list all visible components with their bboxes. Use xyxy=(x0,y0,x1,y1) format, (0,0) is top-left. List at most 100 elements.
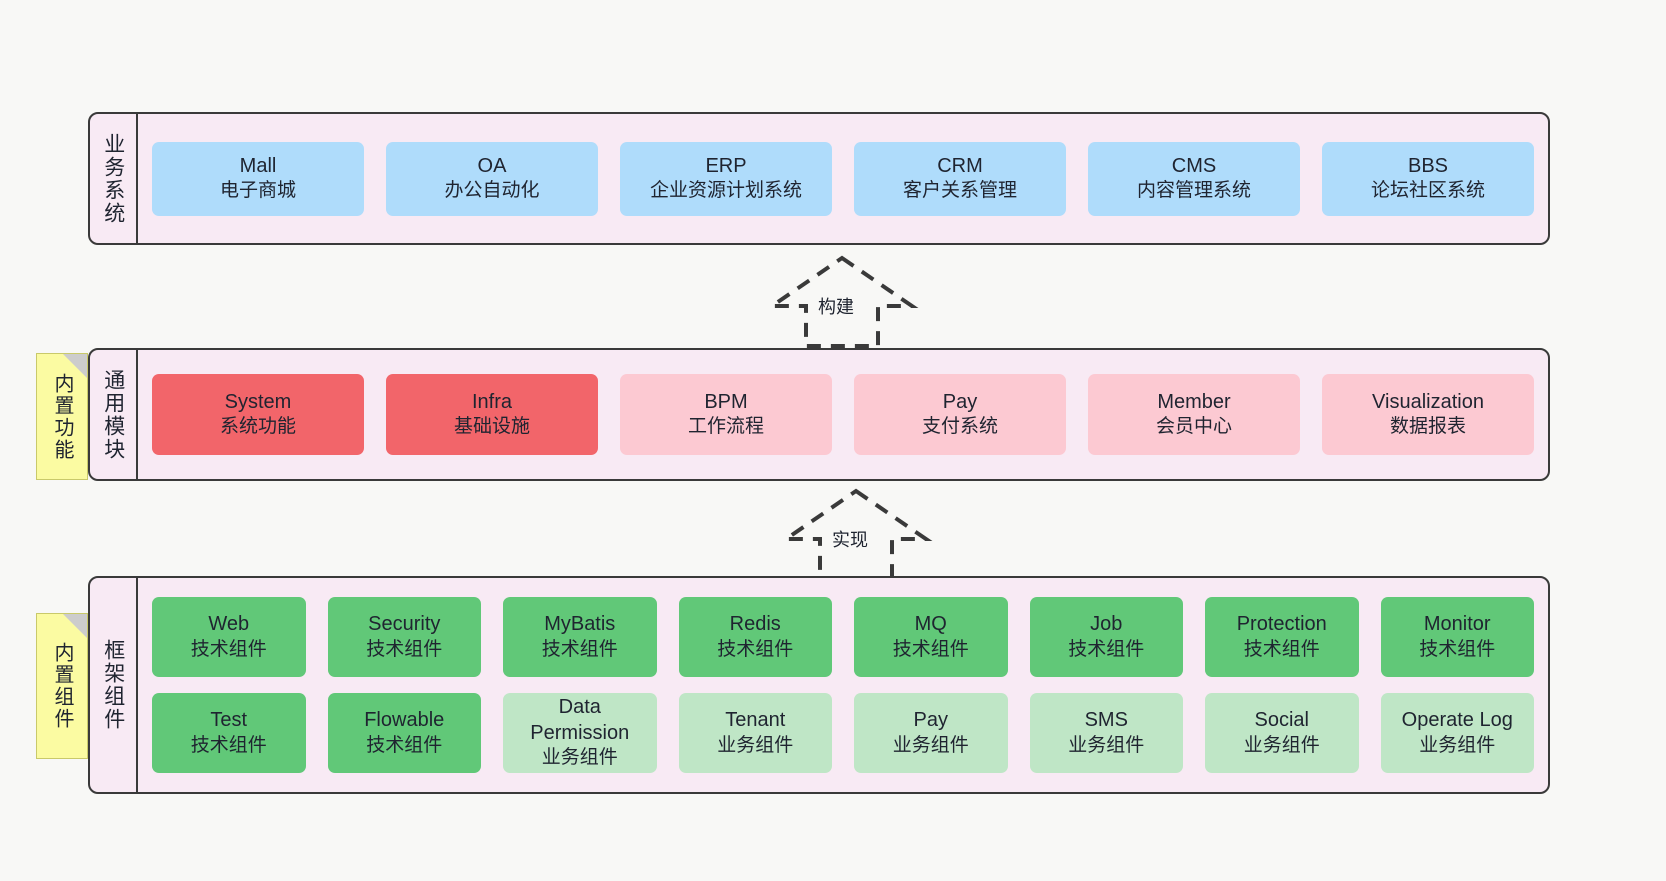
card-crm-name: CRM xyxy=(937,154,983,177)
card-job-desc: 技术组件 xyxy=(1068,638,1145,660)
layer-common-module-label: 通用模块 xyxy=(90,350,138,479)
card-social-desc: 业务组件 xyxy=(1243,734,1320,756)
card-crm[interactable]: CRM 客户关系管理 xyxy=(854,141,1066,216)
layer-framework-component: 框架组件 Web 技术组件 Security 技术组件 MyBatis 技术组件… xyxy=(88,576,1550,794)
card-mall[interactable]: Mall 电子商城 xyxy=(152,141,364,216)
note-builtin-function: 内置功能 xyxy=(36,353,88,480)
card-protection-name: Protection xyxy=(1236,613,1327,636)
card-job[interactable]: Job 技术组件 xyxy=(1029,597,1183,677)
card-erp-name: ERP xyxy=(705,154,747,177)
card-redis-name: Redis xyxy=(729,613,781,636)
card-mybatis[interactable]: MyBatis 技术组件 xyxy=(503,597,657,677)
card-test-desc: 技术组件 xyxy=(190,734,267,756)
card-data-permission[interactable]: Data Permission 业务组件 xyxy=(503,693,657,773)
card-tenant-desc: 业务组件 xyxy=(717,734,794,756)
card-mall-desc: 电子商城 xyxy=(219,180,296,202)
card-pay-component-name: Pay xyxy=(913,709,948,732)
card-mq[interactable]: MQ 技术组件 xyxy=(854,597,1008,677)
arrow-build: 构建 xyxy=(752,254,932,350)
card-protection-desc: 技术组件 xyxy=(1243,638,1320,660)
card-visualization-name: Visualization xyxy=(1372,390,1484,413)
card-job-name: Job xyxy=(1090,613,1123,636)
card-erp-desc: 企业资源计划系统 xyxy=(649,180,802,202)
card-cms-name: CMS xyxy=(1171,154,1217,177)
card-infra-desc: 基础设施 xyxy=(453,416,530,438)
arrow-implement-label: 实现 xyxy=(832,530,868,550)
note-builtin-component: 内置组件 xyxy=(36,613,88,759)
card-monitor-desc: 技术组件 xyxy=(1419,638,1496,660)
layer-business-system: 业务系统 Mall 电子商城 OA 办公自动化 ERP 企业资源计划系统 CRM… xyxy=(88,112,1550,245)
card-monitor[interactable]: Monitor 技术组件 xyxy=(1380,597,1534,677)
business-system-card-row: Mall 电子商城 OA 办公自动化 ERP 企业资源计划系统 CRM 客户关系… xyxy=(152,141,1534,216)
card-flowable-desc: 技术组件 xyxy=(366,734,443,756)
card-redis-desc: 技术组件 xyxy=(717,638,794,660)
card-data-permission-name: Data Permission xyxy=(530,696,630,744)
note-builtin-component-label: 内置组件 xyxy=(51,642,73,730)
card-flowable-name: Flowable xyxy=(364,709,445,732)
card-mq-desc: 技术组件 xyxy=(892,638,969,660)
card-system[interactable]: System 系统功能 xyxy=(152,374,364,455)
card-cms-desc: 内容管理系统 xyxy=(1136,180,1251,202)
card-oa-desc: 办公自动化 xyxy=(444,180,540,202)
card-bbs[interactable]: BBS 论坛社区系统 xyxy=(1322,141,1534,216)
card-protection[interactable]: Protection 技术组件 xyxy=(1205,597,1359,677)
note-fold-corner-icon xyxy=(63,614,87,638)
layer-common-module: 通用模块 System 系统功能 Infra 基础设施 BPM 工作流程 Pay… xyxy=(88,348,1550,481)
common-module-card-row: System 系统功能 Infra 基础设施 BPM 工作流程 Pay 支付系统… xyxy=(152,374,1534,455)
card-security-desc: 技术组件 xyxy=(366,638,443,660)
card-infra[interactable]: Infra 基础设施 xyxy=(386,374,598,455)
note-builtin-function-label: 内置功能 xyxy=(51,372,73,461)
card-web[interactable]: Web 技术组件 xyxy=(152,597,306,677)
card-tenant-name: Tenant xyxy=(725,709,786,732)
card-bpm-desc: 工作流程 xyxy=(687,416,764,438)
framework-tech-component-row: Web 技术组件 Security 技术组件 MyBatis 技术组件 Redi… xyxy=(152,597,1534,677)
card-sms-desc: 业务组件 xyxy=(1068,734,1145,756)
card-mybatis-desc: 技术组件 xyxy=(541,638,618,660)
card-pay-module-desc: 支付系统 xyxy=(921,416,998,438)
card-monitor-name: Monitor xyxy=(1423,613,1491,636)
card-operate-log-desc: 业务组件 xyxy=(1419,734,1496,756)
arrow-build-icon xyxy=(765,255,919,348)
card-test[interactable]: Test 技术组件 xyxy=(152,693,306,773)
card-security[interactable]: Security 技术组件 xyxy=(327,597,481,677)
arrow-build-label: 构建 xyxy=(818,297,854,317)
card-web-desc: 技术组件 xyxy=(190,638,267,660)
card-mq-name: MQ xyxy=(914,613,947,636)
layer-business-system-body: Mall 电子商城 OA 办公自动化 ERP 企业资源计划系统 CRM 客户关系… xyxy=(138,114,1548,243)
card-member[interactable]: Member 会员中心 xyxy=(1088,374,1300,455)
card-pay-module[interactable]: Pay 支付系统 xyxy=(854,374,1066,455)
framework-business-component-row: Test 技术组件 Flowable 技术组件 Data Permission … xyxy=(152,693,1534,773)
card-pay-module-name: Pay xyxy=(942,390,978,413)
card-cms[interactable]: CMS 内容管理系统 xyxy=(1088,141,1300,216)
card-test-name: Test xyxy=(210,709,248,732)
card-bpm-name: BPM xyxy=(704,390,748,413)
card-bpm[interactable]: BPM 工作流程 xyxy=(620,374,832,455)
card-infra-name: Infra xyxy=(471,390,513,413)
card-pay-component[interactable]: Pay 业务组件 xyxy=(854,693,1008,773)
card-visualization-desc: 数据报表 xyxy=(1389,416,1466,438)
card-redis[interactable]: Redis 技术组件 xyxy=(678,597,832,677)
arrow-implement: 实现 xyxy=(766,487,946,583)
card-flowable[interactable]: Flowable 技术组件 xyxy=(327,693,481,773)
card-bbs-desc: 论坛社区系统 xyxy=(1370,180,1485,202)
card-member-name: Member xyxy=(1157,390,1231,413)
card-security-name: Security xyxy=(368,613,441,636)
card-pay-component-desc: 业务组件 xyxy=(892,734,969,756)
card-visualization[interactable]: Visualization 数据报表 xyxy=(1322,374,1534,455)
card-oa[interactable]: OA 办公自动化 xyxy=(386,141,598,216)
card-web-name: Web xyxy=(208,613,250,636)
layer-business-system-label: 业务系统 xyxy=(90,114,138,243)
card-mall-name: Mall xyxy=(239,154,277,177)
card-erp[interactable]: ERP 企业资源计划系统 xyxy=(620,141,832,216)
card-tenant[interactable]: Tenant 业务组件 xyxy=(678,693,832,773)
card-bbs-name: BBS xyxy=(1407,154,1449,177)
layer-framework-component-label: 框架组件 xyxy=(90,578,138,792)
card-operate-log-name: Operate Log xyxy=(1401,709,1513,732)
card-operate-log[interactable]: Operate Log 业务组件 xyxy=(1380,693,1534,773)
card-sms[interactable]: SMS 业务组件 xyxy=(1029,693,1183,773)
card-oa-name: OA xyxy=(477,154,507,177)
layer-common-module-body: System 系统功能 Infra 基础设施 BPM 工作流程 Pay 支付系统… xyxy=(138,350,1548,479)
card-mybatis-name: MyBatis xyxy=(544,613,616,636)
card-social[interactable]: Social 业务组件 xyxy=(1205,693,1359,773)
card-system-name: System xyxy=(224,390,292,413)
